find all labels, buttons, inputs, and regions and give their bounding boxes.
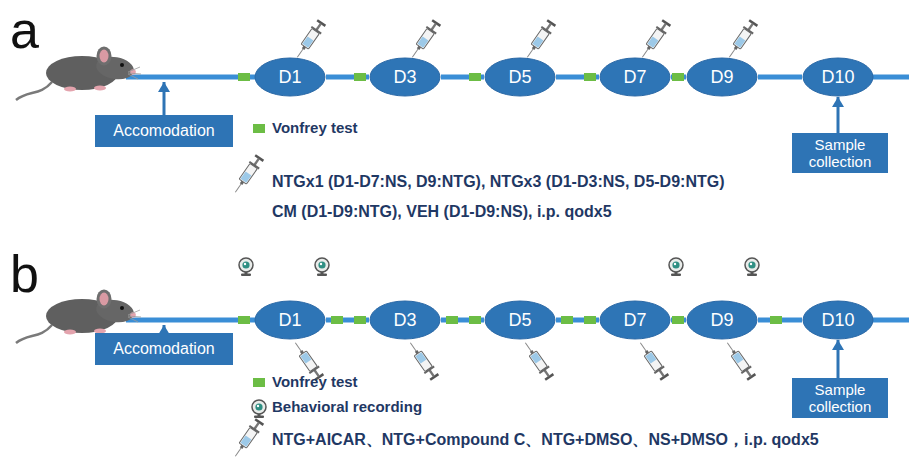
day-ellipse: D1 xyxy=(254,300,326,340)
panel-letter: a xyxy=(10,4,39,56)
ellipse-fill xyxy=(370,301,440,339)
day-ellipse: D3 xyxy=(369,57,441,97)
day-ellipse: D9 xyxy=(686,57,758,97)
node-text: Accomodation xyxy=(103,339,225,359)
step-box: Sample collection xyxy=(792,378,888,418)
ellipse-fill xyxy=(255,58,325,96)
ellipse-fill xyxy=(600,301,670,339)
timeline-tail xyxy=(872,75,909,80)
ellipse-fill xyxy=(687,301,757,339)
pointer-arrow xyxy=(163,82,166,115)
ellipse-fill xyxy=(485,301,555,339)
node-text: D3 xyxy=(393,310,416,330)
ellipse-fill xyxy=(803,301,873,339)
arrow-connector xyxy=(837,97,840,133)
node-text: D1 xyxy=(278,67,301,87)
day-ellipse: D1 xyxy=(254,57,326,97)
day-ellipse: D7 xyxy=(599,57,671,97)
day-ellipse: D3 xyxy=(369,300,441,340)
ellipse-fill xyxy=(600,58,670,96)
node-text: D7 xyxy=(623,67,646,87)
legend-text: Vonfrey test xyxy=(272,373,358,391)
injection-syringes xyxy=(230,19,758,460)
day-ellipse: D10 xyxy=(802,300,874,340)
ellipse-fill xyxy=(485,58,555,96)
node-text: D10 xyxy=(821,67,854,87)
recording-cameras xyxy=(239,258,759,418)
legend-swatch xyxy=(253,124,265,133)
node-text: D1 xyxy=(278,310,301,330)
ellipse-fill xyxy=(687,58,757,96)
node-text: D10 xyxy=(821,310,854,330)
node-text: D5 xyxy=(508,310,531,330)
timeline-segment xyxy=(758,75,802,80)
legend-swatch xyxy=(253,378,265,387)
node-text: D7 xyxy=(623,310,646,330)
node-text: D9 xyxy=(710,67,733,87)
day-ellipse: D7 xyxy=(599,300,671,340)
step-box: Sample collection xyxy=(792,133,888,173)
node-text: D3 xyxy=(393,67,416,87)
day-ellipse: D10 xyxy=(802,57,874,97)
legend-text: NTG+AICAR、NTG+Compound C、NTG+DMSO、NS+DMS… xyxy=(272,427,819,453)
legend-text: NTGx1 (D1-D7:NS, D9:NTG), NTGx3 (D1-D3:N… xyxy=(272,167,742,227)
day-ellipse: D9 xyxy=(686,300,758,340)
node-text: Sample collection xyxy=(798,136,882,170)
ellipse-fill xyxy=(370,58,440,96)
timeline-tail xyxy=(872,318,909,323)
node-text: D9 xyxy=(710,310,733,330)
arrow-connector xyxy=(837,340,840,378)
legend-text: Vonfrey test xyxy=(272,119,358,137)
panel-letter: b xyxy=(10,248,39,300)
step-box: Accomodation xyxy=(95,333,233,365)
day-ellipse: D5 xyxy=(484,57,556,97)
day-ellipse: D5 xyxy=(484,300,556,340)
legend-text: Behavioral recording xyxy=(272,398,422,416)
pointer-arrow xyxy=(163,325,166,333)
vonfrey-marks xyxy=(238,73,782,324)
node-text: D5 xyxy=(508,67,531,87)
node-text: Accomodation xyxy=(103,121,225,141)
node-text: Sample collection xyxy=(798,381,882,415)
ellipse-fill xyxy=(255,301,325,339)
step-box: Accomodation xyxy=(95,115,233,147)
ellipse-fill xyxy=(803,58,873,96)
